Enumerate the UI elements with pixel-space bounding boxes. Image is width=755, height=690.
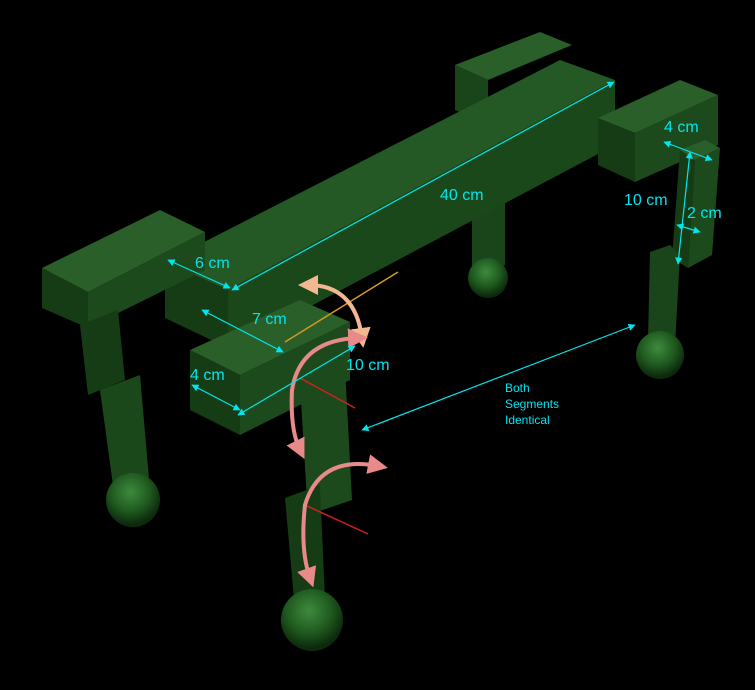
hip-width-label: 4 cm — [190, 367, 225, 384]
back-far-foot — [468, 258, 508, 298]
annotation-line-1: Both — [505, 381, 530, 395]
leg-length-label: 10 cm — [624, 192, 668, 209]
left-foot — [106, 473, 160, 527]
left-hip-block — [42, 210, 205, 328]
leg-thickness-dimension — [676, 223, 701, 234]
annotation-line-2: Segments — [505, 397, 559, 411]
knee-rotation-icon — [297, 454, 388, 588]
body-width-label: 6 cm — [195, 255, 230, 272]
upper-leg-label: 10 cm — [346, 357, 390, 374]
body-length-dimension — [231, 81, 615, 291]
hip-offset-label: 7 cm — [252, 311, 287, 328]
left-leg — [80, 310, 160, 527]
leg-block-width-dimension — [663, 140, 713, 162]
leg-thickness-label: 2 cm — [687, 205, 722, 222]
body-width-dimension — [167, 259, 231, 289]
upper-leg-dimension — [237, 345, 356, 416]
annotation-line-3: Identical — [505, 413, 550, 427]
hip-width-dimension — [191, 384, 241, 411]
leg-block-width-label: 4 cm — [664, 119, 699, 136]
identical-segments-dimension — [361, 323, 636, 432]
body-length-label: 40 cm — [440, 187, 484, 204]
front-foot — [281, 589, 343, 651]
right-foot — [636, 331, 684, 379]
hip-offset-dimension — [201, 309, 284, 353]
leg-length-dimension — [675, 151, 693, 265]
